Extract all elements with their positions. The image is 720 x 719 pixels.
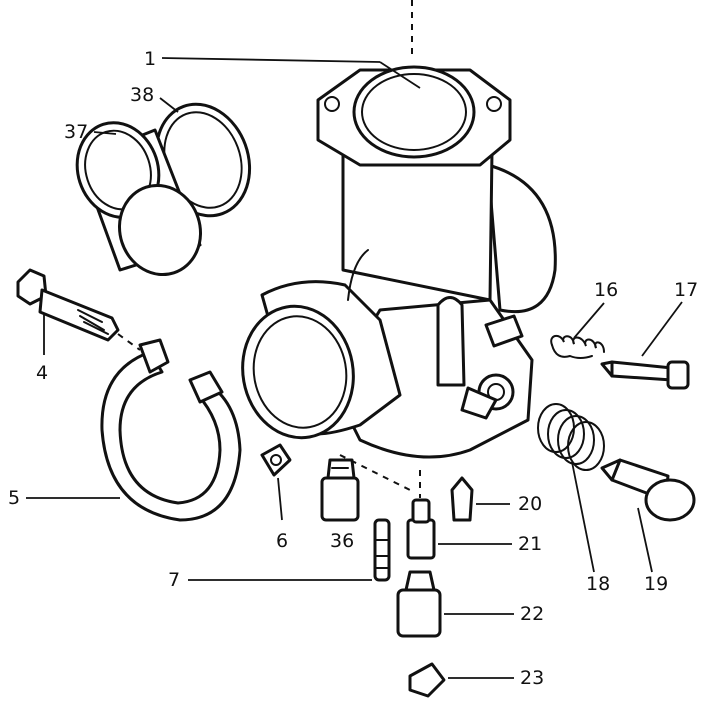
label-22: 22 bbox=[520, 603, 544, 625]
guide-4 bbox=[117, 333, 141, 351]
leader-19 bbox=[637, 507, 653, 573]
carburetor-body bbox=[241, 65, 557, 459]
label-5: 5 bbox=[8, 487, 20, 509]
spring-16 bbox=[550, 334, 605, 359]
label-16: 16 bbox=[594, 279, 618, 301]
label-21: 21 bbox=[518, 533, 542, 555]
leader-37 bbox=[93, 131, 117, 135]
label-4: 4 bbox=[36, 362, 48, 384]
label-20: 20 bbox=[518, 493, 542, 515]
jet-36 bbox=[320, 458, 360, 522]
jet-holder-22 bbox=[396, 570, 442, 638]
label-36: 36 bbox=[330, 530, 354, 552]
label-17: 17 bbox=[674, 279, 698, 301]
leader-38 bbox=[159, 97, 179, 113]
label-18: 18 bbox=[586, 573, 610, 595]
leader-16 bbox=[573, 302, 605, 339]
sleeve-37 bbox=[75, 121, 203, 277]
leader-1b bbox=[379, 61, 421, 89]
jet-7 bbox=[373, 518, 391, 582]
needle-jet-21 bbox=[406, 498, 436, 560]
leader-17 bbox=[641, 301, 683, 357]
leader-1 bbox=[161, 57, 381, 63]
label-38: 38 bbox=[130, 84, 154, 106]
clamp-screw-4 bbox=[16, 268, 120, 342]
clamp-ring-5 bbox=[100, 338, 242, 522]
leader-6 bbox=[277, 477, 283, 521]
label-19: 19 bbox=[644, 573, 668, 595]
guide-36 bbox=[339, 454, 411, 491]
float-valve-20 bbox=[450, 476, 474, 522]
label-7: 7 bbox=[168, 569, 180, 591]
label-37: 37 bbox=[64, 121, 88, 143]
label-6: 6 bbox=[276, 530, 288, 552]
leader-18 bbox=[571, 461, 595, 573]
throttle-screw-19 bbox=[600, 458, 696, 522]
label-1: 1 bbox=[144, 48, 156, 70]
screw-17 bbox=[600, 360, 690, 390]
plug-23 bbox=[408, 662, 446, 698]
washer-6 bbox=[260, 443, 292, 477]
spring-18 bbox=[537, 403, 605, 471]
label-23: 23 bbox=[520, 667, 544, 689]
